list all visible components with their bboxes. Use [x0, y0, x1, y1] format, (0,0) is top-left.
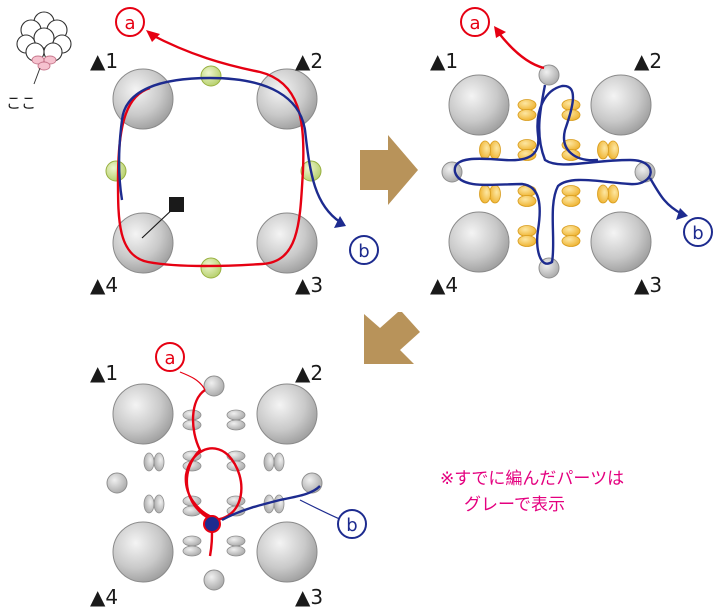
- step2-panel: a b ▲1 ▲2 ▲3 ▲4: [430, 7, 713, 297]
- thread-a: [497, 31, 545, 70]
- svg-text:a: a: [469, 13, 480, 34]
- corner-label-1: ▲1: [90, 361, 118, 385]
- corner-label-1: ▲1: [90, 49, 118, 73]
- pointer-label: ここ: [6, 94, 36, 112]
- thread-a-arrowhead: [146, 30, 160, 42]
- thread-b: [453, 84, 652, 265]
- corner-label-2: ▲2: [634, 49, 662, 73]
- grey-bead: [106, 472, 128, 494]
- svg-text:a: a: [164, 348, 175, 369]
- step3-panel: a b ▲1 ▲2 ▲3 ▲4: [90, 342, 367, 609]
- grey-parts-note: ※すでに編んだパーツは グレーで表示: [440, 466, 710, 518]
- grey-bead: [301, 472, 323, 494]
- thread-b: [117, 119, 124, 201]
- corner-bead-3: [256, 212, 318, 274]
- corner-bead-4: [448, 211, 510, 273]
- corner-label-3: ▲3: [295, 585, 323, 609]
- thread-b-badge: b: [349, 235, 379, 265]
- thread-b: [648, 177, 683, 216]
- grey-bead: [203, 375, 225, 397]
- corner-label-2: ▲2: [295, 49, 323, 73]
- thread-a-arrowhead: [494, 26, 506, 38]
- thread-b-badge: b: [337, 509, 367, 539]
- corner-bead-3: [590, 211, 652, 273]
- thread-a-badge: a: [155, 342, 185, 372]
- grey-bead: [203, 569, 225, 591]
- arrow-down-left-icon: [364, 312, 420, 364]
- grey-bead: [538, 64, 560, 86]
- knot-icon: [203, 515, 221, 533]
- corner-label-4: ▲4: [430, 273, 458, 297]
- thread-b-arrowhead: [334, 216, 346, 228]
- reference-ball-icon: [16, 11, 72, 85]
- corner-bead-1: [448, 74, 510, 136]
- corner-label-1: ▲1: [430, 49, 458, 73]
- svg-text:b: b: [358, 241, 369, 262]
- thread-a-badge: a: [460, 7, 490, 37]
- svg-text:a: a: [124, 13, 135, 34]
- corner-label-2: ▲2: [295, 361, 323, 385]
- thread-b: [221, 485, 321, 522]
- corner-label-3: ▲3: [295, 273, 323, 297]
- corner-label-3: ▲3: [634, 273, 662, 297]
- green-bead: [105, 160, 127, 182]
- corner-label-4: ▲4: [90, 273, 118, 297]
- note-line-1: ※すでに編んだパーツは: [440, 469, 625, 489]
- grey-bead: [634, 161, 656, 183]
- step1-panel: a b ▲1 ▲2 ▲3 ▲4: [90, 7, 379, 297]
- thread-b-arrowhead: [676, 208, 688, 220]
- corner-label-4: ▲4: [90, 585, 118, 609]
- svg-text:b: b: [692, 223, 703, 244]
- thread-b-badge: b: [683, 217, 713, 247]
- arrow-right-icon: [360, 135, 418, 205]
- start-square-icon: [169, 197, 184, 212]
- note-line-2: グレーで表示: [464, 495, 565, 515]
- green-bead: [200, 257, 222, 279]
- thread-a-badge: a: [115, 7, 145, 37]
- corner-bead-4: [112, 212, 174, 274]
- thread-a: [184, 389, 243, 522]
- svg-text:b: b: [346, 515, 357, 536]
- corner-bead-2: [256, 383, 318, 445]
- thread-b: [120, 76, 341, 223]
- thread-b-leader: [299, 499, 343, 521]
- green-bead: [200, 65, 222, 87]
- corner-bead-3: [256, 521, 318, 583]
- corner-bead-2: [590, 74, 652, 136]
- thread-a: [116, 32, 305, 268]
- corner-bead-1: [112, 383, 174, 445]
- thread-a-leader: [179, 371, 206, 391]
- corner-bead-4: [112, 521, 174, 583]
